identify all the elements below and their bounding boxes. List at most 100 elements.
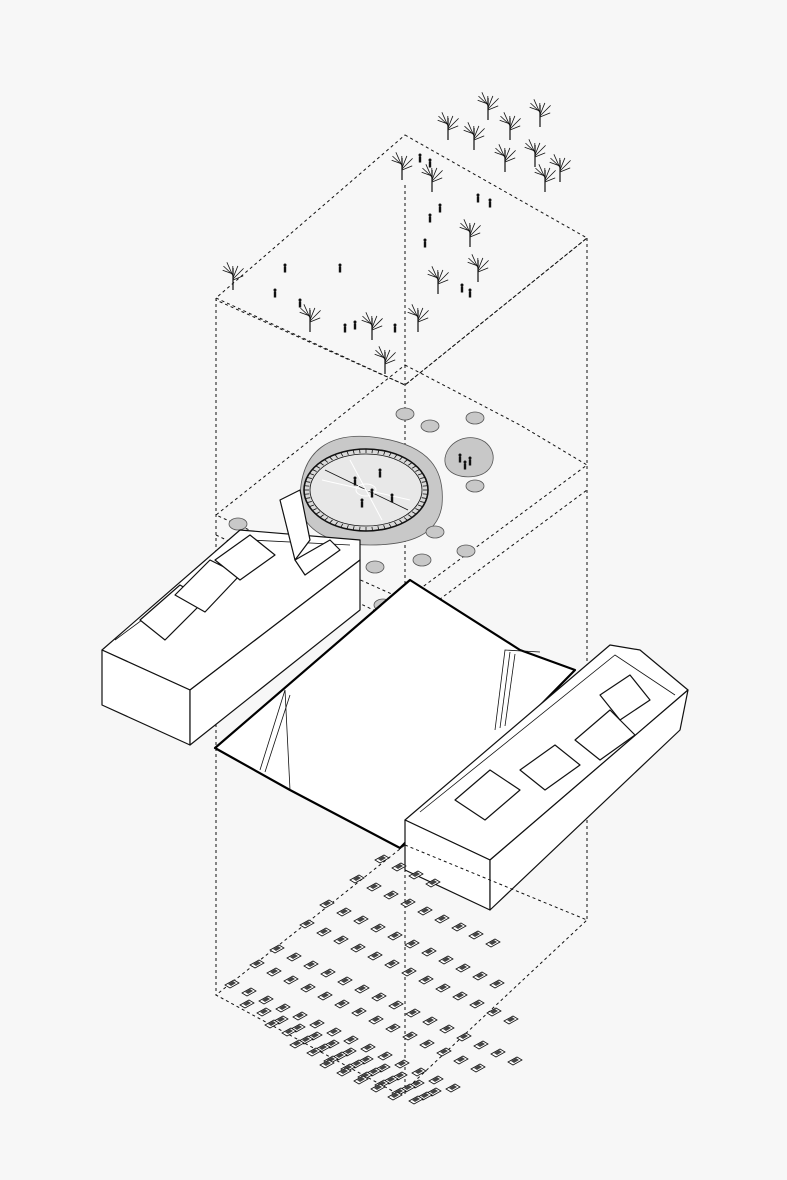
car-icon	[419, 1039, 435, 1049]
car-icon	[438, 955, 454, 965]
person-icon	[460, 283, 464, 293]
car-icon	[388, 1000, 404, 1010]
car-icon	[385, 1023, 401, 1033]
plaza-plane-outline	[215, 364, 588, 601]
car-icon	[366, 882, 382, 892]
building-right	[404, 644, 689, 911]
car-icon	[316, 927, 332, 937]
car-icon	[241, 987, 257, 997]
planter	[425, 525, 445, 539]
car-icon	[436, 1047, 452, 1057]
building-left	[101, 489, 361, 746]
person-icon	[423, 238, 427, 248]
person-icon	[298, 298, 302, 308]
car-icon	[405, 1008, 421, 1018]
person-icon	[468, 288, 472, 298]
person-icon	[360, 498, 364, 508]
person-icon	[353, 320, 357, 330]
car-icon	[354, 984, 370, 994]
tree-icon	[549, 154, 571, 182]
tree-icon	[361, 312, 383, 340]
car-icon	[490, 1048, 506, 1058]
person-icon	[438, 203, 442, 213]
car-grid	[224, 854, 523, 1105]
planter	[456, 544, 476, 558]
car-icon	[334, 999, 350, 1009]
car-icon	[239, 999, 255, 1009]
planter	[465, 479, 485, 493]
car-icon	[292, 1011, 308, 1021]
tree-icon	[437, 112, 459, 140]
car-icon	[283, 975, 299, 985]
car-icon	[469, 999, 485, 1009]
person-icon	[488, 198, 492, 208]
car-icon	[435, 983, 451, 993]
car-icon	[400, 898, 416, 908]
car-icon	[266, 967, 282, 977]
person-icon	[476, 193, 480, 203]
car-icon	[281, 1027, 297, 1037]
parking-layer	[215, 844, 588, 1105]
car-icon	[451, 922, 467, 932]
tree-icon	[459, 219, 481, 247]
car-icon	[317, 991, 333, 1001]
car-icon	[411, 1067, 427, 1077]
car-icon	[299, 919, 315, 929]
car-icon	[286, 952, 302, 962]
car-icon	[486, 1007, 502, 1017]
park-layer	[215, 92, 588, 386]
car-icon	[445, 1083, 461, 1093]
car-icon	[275, 1003, 291, 1013]
person-icon	[463, 460, 467, 470]
car-icon	[303, 960, 319, 970]
car-icon	[319, 899, 335, 909]
planter	[465, 411, 485, 425]
car-icon	[289, 1039, 305, 1049]
tree-icon	[407, 304, 429, 332]
tree-icon	[477, 92, 499, 120]
car-icon	[309, 1019, 325, 1029]
car-icon	[452, 991, 468, 1001]
car-icon	[408, 1095, 424, 1105]
tree-icon	[374, 346, 396, 374]
person-icon	[370, 488, 374, 498]
person-icon	[273, 288, 277, 298]
car-icon	[351, 1007, 367, 1017]
planter	[365, 560, 385, 574]
sunken-ground	[213, 578, 577, 850]
car-icon	[485, 938, 501, 948]
car-icon	[300, 983, 316, 993]
car-icon	[256, 1007, 272, 1017]
car-icon	[404, 939, 420, 949]
tree-icon	[494, 144, 516, 172]
planter	[228, 517, 248, 531]
tree-icon	[524, 139, 546, 167]
planter	[420, 419, 440, 433]
person-icon	[338, 263, 342, 273]
car-icon	[326, 1027, 342, 1037]
car-icon	[503, 1015, 519, 1025]
plaza-layer	[215, 364, 588, 626]
car-icon	[489, 979, 505, 989]
car-icon	[374, 854, 390, 864]
car-icon	[408, 870, 424, 880]
person-icon	[428, 213, 432, 223]
planter	[395, 407, 415, 421]
park-plane-outline	[215, 134, 588, 386]
car-icon	[387, 1091, 403, 1101]
car-icon	[394, 1059, 410, 1069]
car-icon	[402, 1031, 418, 1041]
person-icon	[468, 456, 472, 466]
car-icon	[353, 1075, 369, 1085]
car-icon	[425, 878, 441, 888]
tree-icon	[222, 262, 244, 290]
car-icon	[343, 1035, 359, 1045]
car-icon	[377, 1051, 393, 1061]
car-icon	[367, 951, 383, 961]
car-icon	[468, 930, 484, 940]
car-icon	[249, 959, 265, 969]
basketball-court	[299, 435, 443, 546]
car-icon	[370, 923, 386, 933]
car-icon	[401, 967, 417, 977]
